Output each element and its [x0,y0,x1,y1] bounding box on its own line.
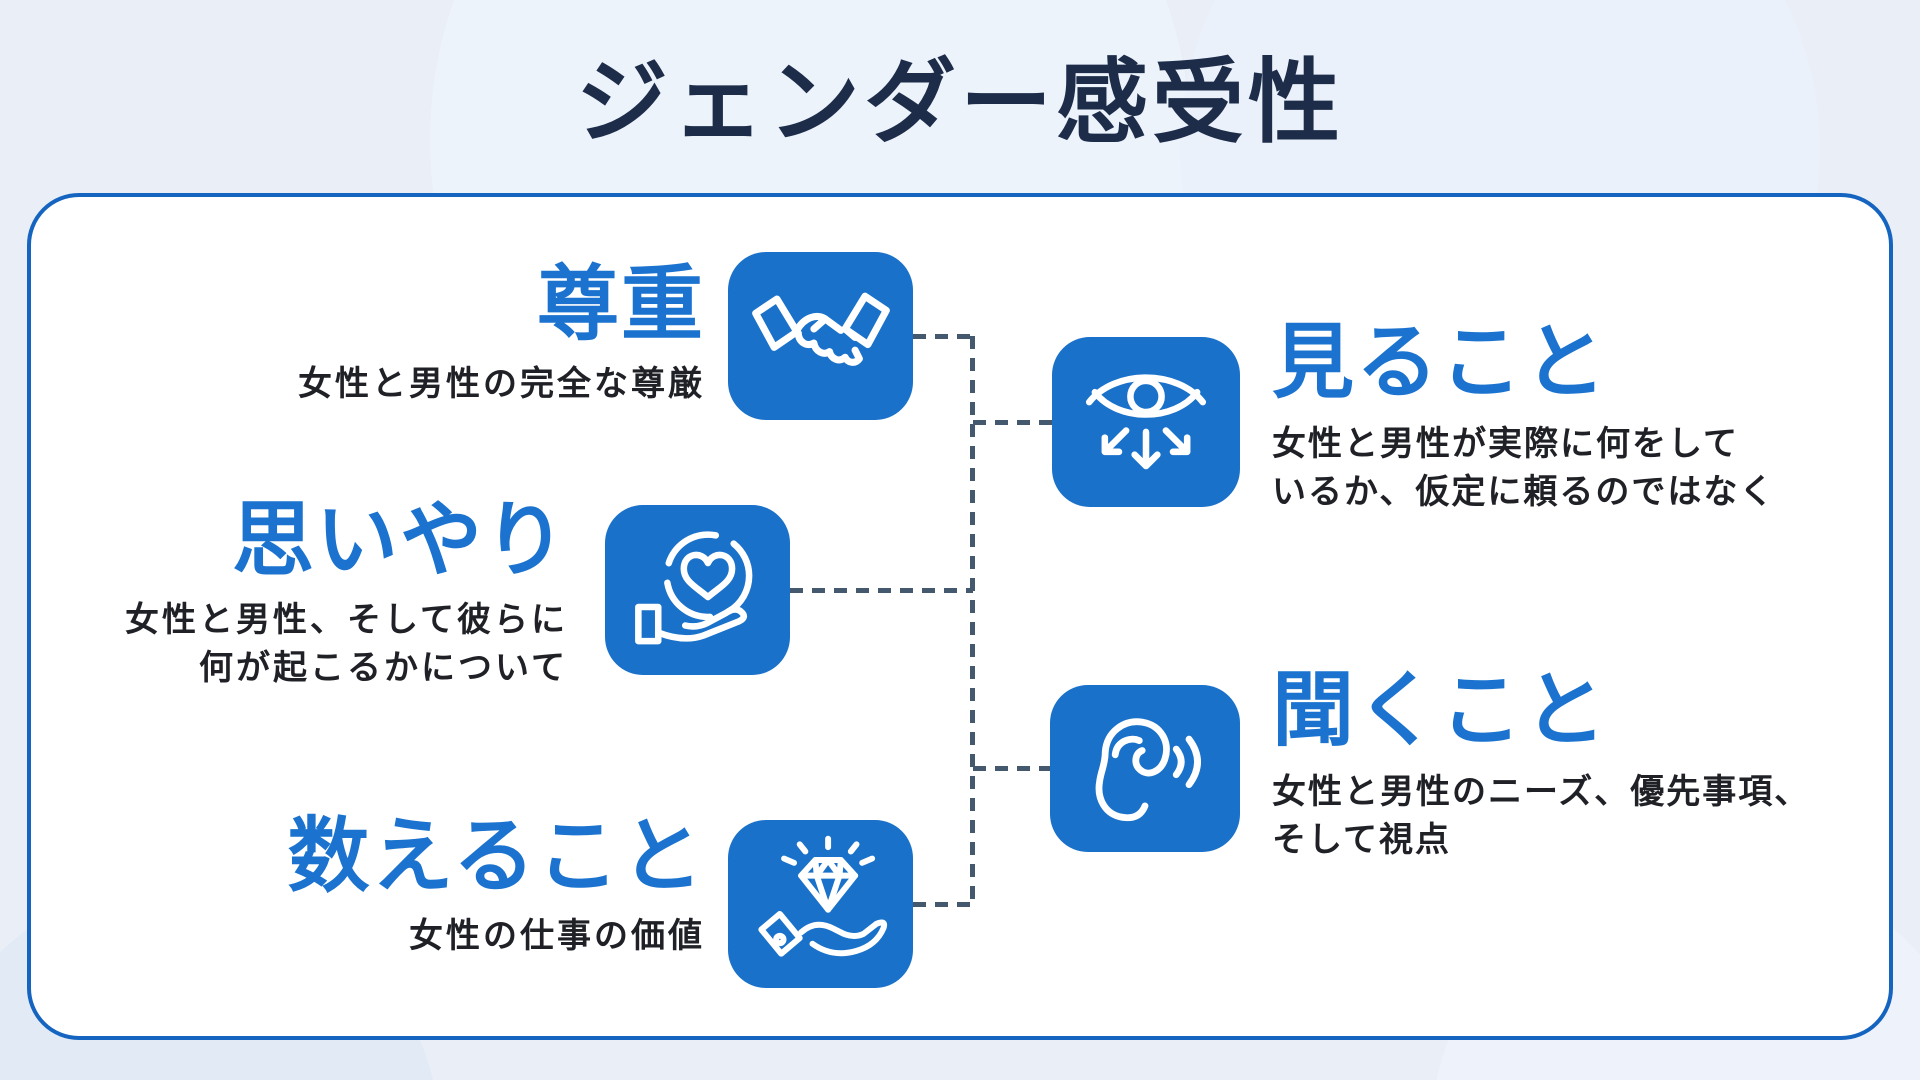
connector-seeing [973,420,1053,425]
eye-arrows-icon [1085,374,1207,470]
connector-spine [970,336,975,906]
item-counting-description: 女性の仕事の価値 [409,917,705,956]
counting-tile [728,820,913,988]
item-respect-title: 尊重 [536,259,705,350]
connector-counting [913,902,973,907]
connector-caring [790,588,973,593]
seeing-tile [1052,337,1240,507]
item-counting-title: 数えること [287,811,705,902]
item-caring-description: 女性と男性、そして彼らに 何が起こるかについて [125,601,568,688]
item-respect-description: 女性と男性の完全な尊厳 [298,365,705,404]
connector-respect [913,334,973,339]
item-respect: 尊重 女性と男性の完全な尊厳 [298,259,705,408]
item-caring-title: 思いやり [231,495,568,586]
handshake-icon [751,292,890,366]
handshake-tile [728,252,913,420]
page-title: ジェンダー感受性 [575,52,1344,154]
heart-in-hand-icon [634,531,752,645]
caring-tile [605,505,790,675]
item-hearing-title: 聞くこと [1272,665,1609,756]
item-caring: 思いやり 女性と男性、そして彼らに 何が起こるかについて [125,495,568,693]
item-hearing: 聞くこと 女性と男性のニーズ、優先事項、 そして視点 [1272,665,1811,865]
connector-hearing [973,766,1051,771]
item-seeing-description: 女性と男性が実際に何をして いるか、仮定に頼るのではなく [1272,425,1776,512]
hearing-tile [1050,685,1240,852]
item-seeing: 見ること 女性と男性が実際に何をして いるか、仮定に頼るのではなく [1272,317,1776,517]
diamond-in-hand-icon [757,835,887,957]
item-seeing-title: 見ること [1272,317,1609,408]
item-hearing-description: 女性と男性のニーズ、優先事項、 そして視点 [1272,773,1811,860]
item-counting: 数えること 女性の仕事の価値 [287,811,705,960]
ear-icon [1095,717,1201,821]
